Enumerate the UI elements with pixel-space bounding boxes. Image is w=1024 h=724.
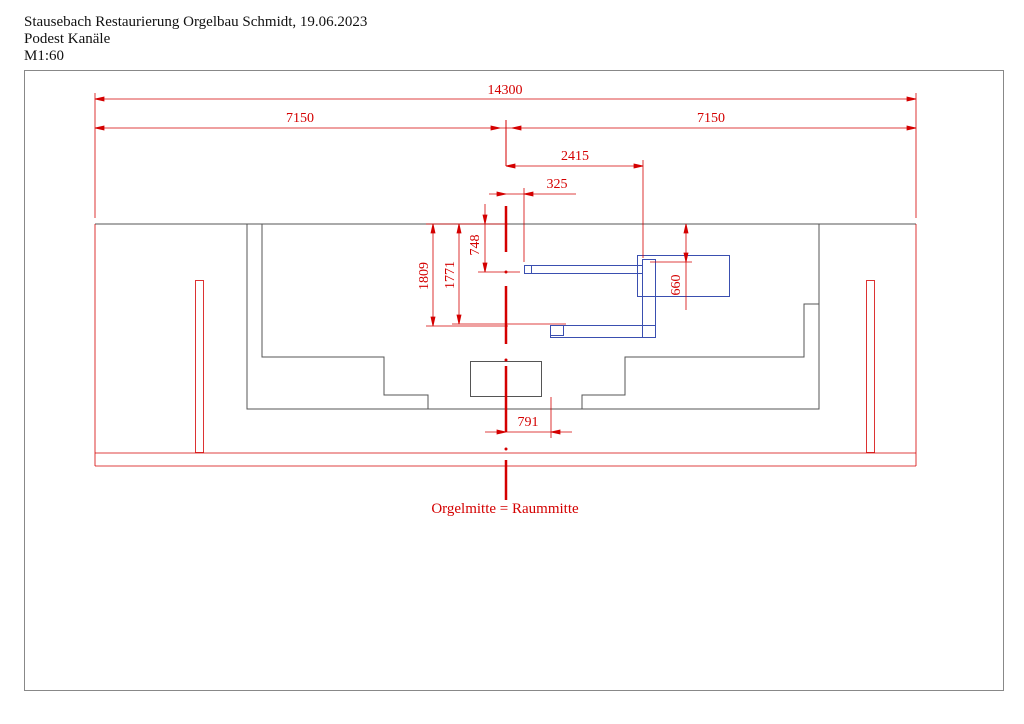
wind-channels — [524, 255, 730, 338]
dim-half-right: 7150 — [697, 111, 725, 126]
dim-325: 325 — [547, 177, 568, 192]
channel-lower — [550, 325, 656, 338]
dim-1771: 1771 — [443, 261, 458, 289]
dim-half-left: 7150 — [286, 111, 314, 126]
channel-lower-inner — [550, 325, 564, 336]
column-left — [195, 280, 204, 453]
dimension-lines — [94, 93, 917, 438]
title-block: Stausebach Restaurierung Orgelbau Schmid… — [24, 14, 367, 65]
dim-1809: 1809 — [417, 262, 432, 290]
channel-upper-inner — [524, 265, 532, 274]
center-note: Orgelmitte = Raummitte — [431, 501, 579, 517]
dim-660: 660 — [669, 275, 684, 296]
dim-748: 748 — [468, 235, 483, 256]
channel-vertical — [642, 259, 656, 338]
center-line — [504, 120, 508, 500]
dim-total-width: 14300 — [488, 83, 523, 98]
sheet-frame — [24, 70, 1004, 691]
windchest-box — [637, 255, 730, 297]
drawing-scale: M1:60 — [24, 48, 65, 64]
dim-791: 791 — [518, 415, 539, 430]
channel-upper — [524, 265, 643, 274]
drawing-title: Stausebach Restaurierung Orgelbau Schmid… — [24, 14, 368, 30]
drawing-subtitle: Podest Kanäle — [24, 31, 111, 47]
column-right — [866, 280, 875, 453]
dim-2415: 2415 — [561, 149, 589, 164]
